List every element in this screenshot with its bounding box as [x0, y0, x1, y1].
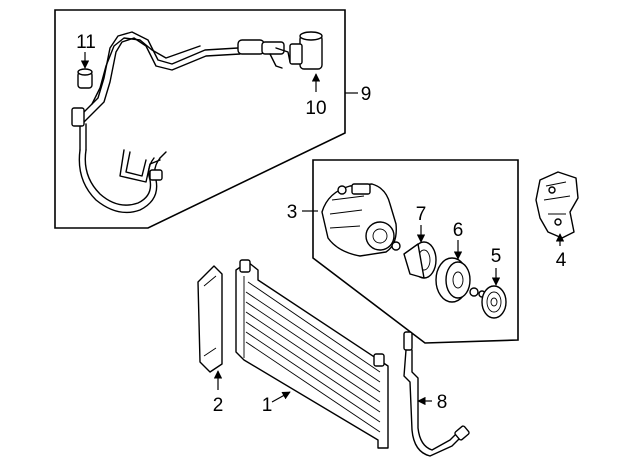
- part-1-condenser: [235, 259, 389, 449]
- part-2-seal: [197, 265, 223, 390]
- callout-6: 6: [453, 220, 464, 241]
- hose-group: [54, 9, 358, 229]
- callout-1: 1: [262, 395, 273, 416]
- part-6-pulley: [435, 257, 471, 303]
- ac-hose-lines: [71, 31, 291, 214]
- callout-7: 7: [416, 204, 427, 225]
- callout-4: 4: [556, 250, 567, 271]
- callout-9: 9: [361, 84, 372, 105]
- callout-11: 11: [76, 32, 96, 53]
- hose-group-frame: [54, 9, 346, 229]
- part-8-hose: [403, 331, 470, 457]
- callout-5: 5: [491, 246, 502, 267]
- callout-8: 8: [437, 392, 448, 413]
- callout-10: 10: [305, 98, 326, 119]
- compressor-group: [302, 159, 519, 344]
- callout-3: 3: [287, 202, 298, 223]
- part-5-clutch-plate: [481, 285, 507, 319]
- compressor-group-frame: [312, 159, 519, 344]
- compressor-body: [321, 183, 397, 257]
- part-4-bracket: [535, 171, 579, 246]
- part-7-clutch-coil: [391, 241, 437, 279]
- washer: [469, 287, 479, 297]
- callout-2: 2: [213, 395, 224, 416]
- part-11-cap: [77, 68, 93, 89]
- leader-1: [271, 391, 291, 403]
- part-10-valve: [289, 31, 323, 70]
